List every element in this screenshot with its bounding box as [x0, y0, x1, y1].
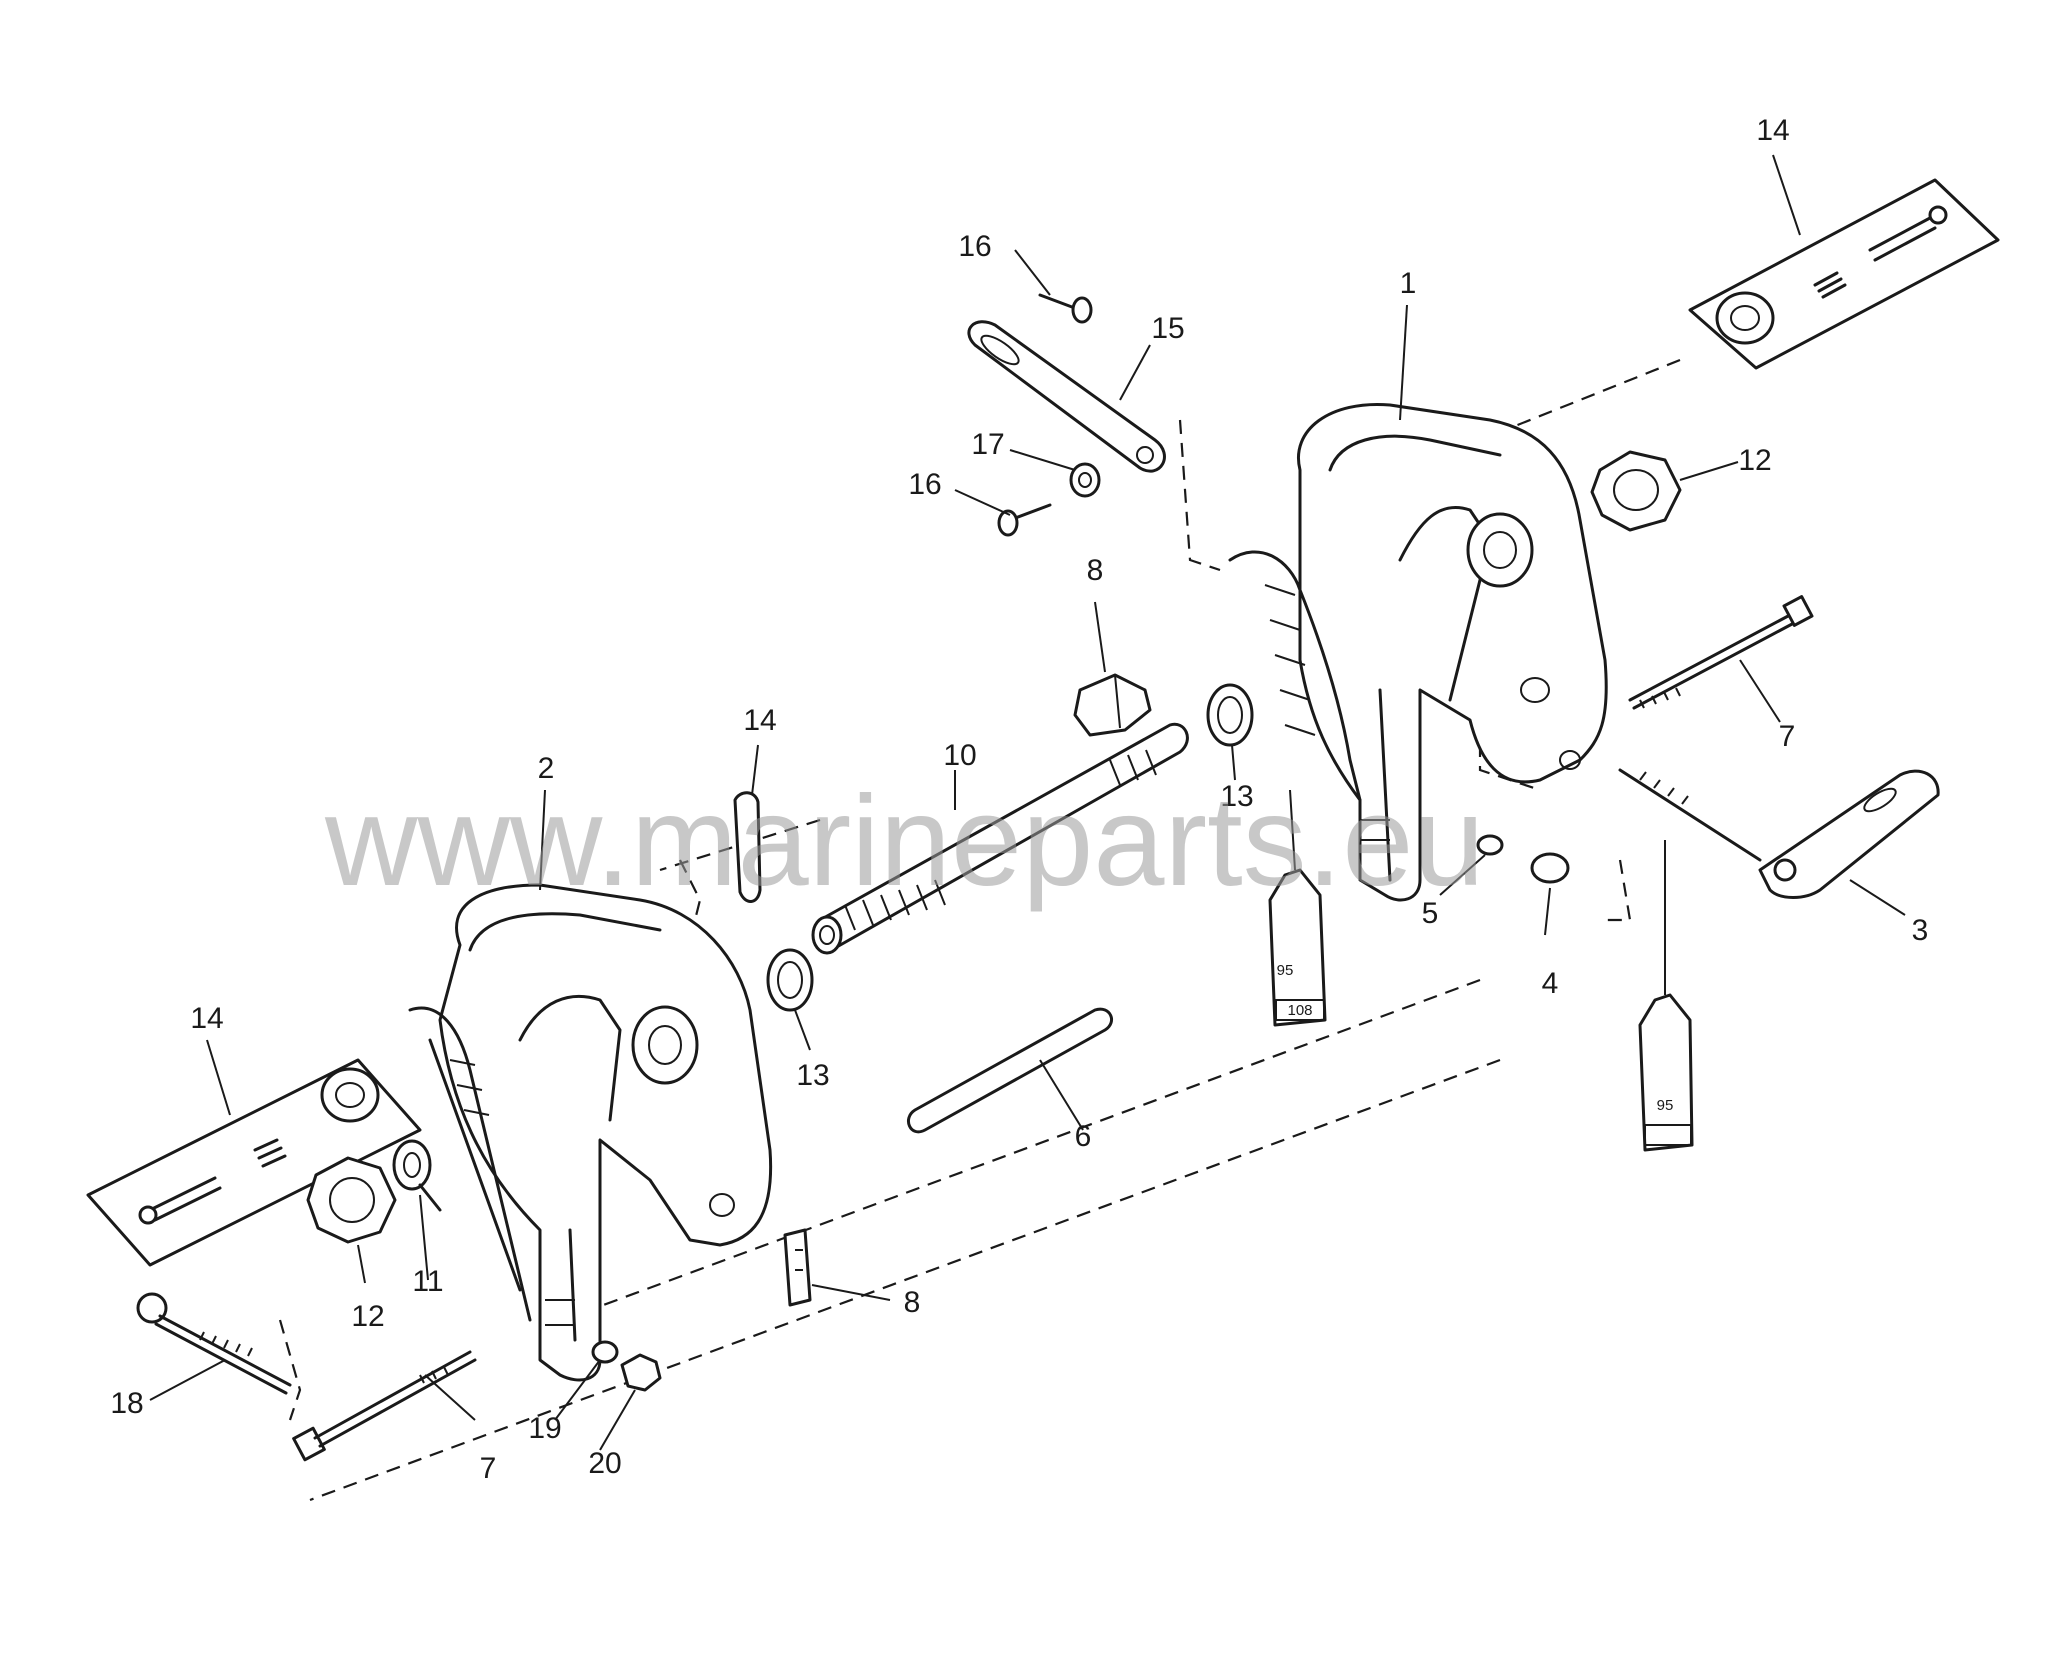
callout-14: 14 [1756, 114, 1789, 147]
tube-a-label-bottom: 108 [1287, 1002, 1312, 1019]
callout-13: 13 [796, 1059, 829, 1092]
part-8-clip-lower [783, 1228, 812, 1307]
part-16-screw-top [1038, 293, 1093, 324]
callout-16: 16 [908, 468, 941, 501]
part-14-kit-left [86, 1058, 422, 1267]
callout-12: 12 [351, 1300, 384, 1333]
part-12-nut-right [1590, 450, 1682, 532]
grease-tube-b: 95 [1638, 840, 1694, 1152]
part-14-plate-middle [733, 791, 762, 903]
part-12-nut-left [306, 1156, 397, 1244]
tube-b-label: 95 [1657, 1097, 1674, 1114]
part-16-screw-bottom [997, 503, 1052, 537]
callout-7: 7 [1779, 720, 1796, 753]
part-9-block [1073, 673, 1152, 737]
callout-20: 20 [588, 1447, 621, 1480]
part-19-washer [591, 1340, 619, 1364]
callout-17: 17 [971, 428, 1004, 461]
callout-1: 1 [1400, 267, 1417, 300]
part-2-clamp-bracket-left [408, 883, 773, 1382]
callout-4: 4 [1542, 967, 1559, 1000]
part-15-link [967, 320, 1166, 473]
leader-lines [149, 154, 1906, 1451]
grease-tube-a: 95 108 [1268, 789, 1327, 1027]
callout-8: 8 [904, 1286, 921, 1319]
part-14-kit-upper-right [1688, 178, 2000, 370]
tube-a-label-top: 95 [1277, 962, 1294, 979]
callout-14: 14 [743, 704, 776, 737]
part-5-4-small [1476, 834, 1570, 884]
part-7-bolt-left [292, 1350, 477, 1462]
callout-12: 12 [1738, 444, 1771, 477]
part-20-nut [620, 1353, 662, 1392]
callout-14: 14 [190, 1002, 223, 1035]
callout-10: 10 [943, 739, 976, 772]
callout-6: 6 [1075, 1120, 1092, 1153]
callout-11: 11 [412, 1265, 443, 1298]
part-6-pin [907, 1007, 1113, 1134]
part-1-clamp-bracket-right [1228, 402, 1608, 902]
callout-3: 3 [1912, 914, 1929, 947]
part-7-bolt-right [1628, 595, 1814, 710]
callout-8: 8 [1087, 554, 1104, 587]
part-13-washer-right [1206, 683, 1254, 747]
callout-5: 5 [1422, 897, 1439, 930]
part-13-washer-left [766, 948, 814, 1012]
callout-16: 16 [958, 230, 991, 263]
part-10-threaded-tube [811, 722, 1189, 955]
callout-19: 19 [528, 1412, 561, 1445]
part-11-clip [392, 1139, 442, 1212]
part-3-plate-right [1618, 768, 1940, 899]
callout-13: 13 [1220, 780, 1253, 813]
callout-15: 15 [1151, 312, 1184, 345]
watermark-text: www.marineparts.eu [324, 770, 1485, 913]
callout-numbers: 14 1 12 7 3 4 5 6 16 15 17 16 8 13 10 14… [110, 114, 1928, 1485]
part-18-bolt [136, 1292, 292, 1395]
part-17-washer [1069, 462, 1101, 498]
callout-7: 7 [480, 1452, 497, 1485]
callout-2: 2 [538, 752, 555, 785]
callout-18: 18 [110, 1387, 143, 1420]
